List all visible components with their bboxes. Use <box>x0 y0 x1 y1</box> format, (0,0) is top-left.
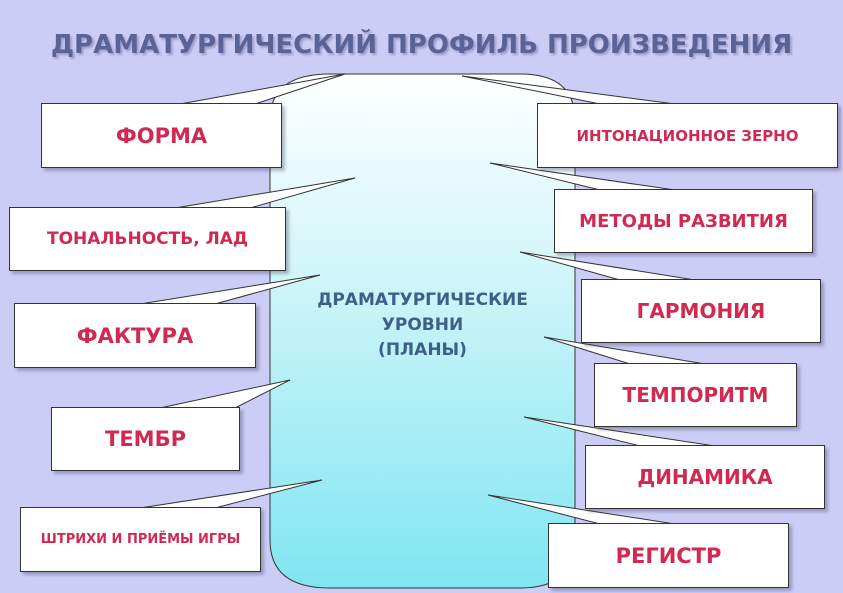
page-title: ДРАМАТУРГИЧЕСКИЙ ПРОФИЛЬ ПРОИЗВЕДЕНИЯ <box>50 30 793 60</box>
callout-garmoniya-label: ГАРМОНИЯ <box>636 299 766 323</box>
center-label-line1: ДРАМАТУРГИЧЕСКИЕ <box>317 290 528 310</box>
callout-tembr: ТЕМБР <box>51 407 240 471</box>
callout-metody-razvitiya: МЕТОДЫ РАЗВИТИЯ <box>554 189 813 253</box>
callout-faktura-label: ФАКТУРА <box>76 323 194 348</box>
callout-faktura: ФАКТУРА <box>14 303 256 368</box>
callout-registr-label: РЕГИСТР <box>615 543 722 568</box>
callout-dinamika-label: ДИНАМИКА <box>637 465 773 489</box>
callout-metody-razvitiya-label: МЕТОДЫ РАЗВИТИЯ <box>579 210 788 232</box>
callout-garmoniya: ГАРМОНИЯ <box>581 279 821 343</box>
callout-tonalnost-lad: ТОНАЛЬНОСТЬ, ЛАД <box>9 207 286 271</box>
callout-registr: РЕГИСТР <box>548 523 789 588</box>
center-label-line2: УРОВНИ <box>381 315 464 335</box>
callout-dinamika: ДИНАМИКА <box>585 445 825 509</box>
callout-tonalnost-lad-label: ТОНАЛЬНОСТЬ, ЛАД <box>46 229 248 249</box>
callout-forma-label: ФОРМА <box>115 123 208 148</box>
callout-shtrikhi-label: ШТРИХИ И ПРИЁМЫ ИГРЫ <box>40 532 241 547</box>
callout-forma: ФОРМА <box>41 103 282 168</box>
callout-intonacionnoe-zerno-label: ИНТОНАЦИОННОЕ ЗЕРНО <box>576 126 799 145</box>
callout-tembr-label: ТЕМБР <box>105 427 186 451</box>
callout-intonacionnoe-zerno: ИНТОНАЦИОННОЕ ЗЕРНО <box>537 103 838 168</box>
callout-temporitm: ТЕМПОРИТМ <box>594 363 797 427</box>
center-label: ДРАМАТУРГИЧЕСКИЕ УРОВНИ (ПЛАНЫ) <box>275 288 570 363</box>
callout-temporitm-label: ТЕМПОРИТМ <box>622 383 769 407</box>
callout-shtrikhi: ШТРИХИ И ПРИЁМЫ ИГРЫ <box>20 507 261 572</box>
center-label-line3: (ПЛАНЫ) <box>378 340 467 360</box>
